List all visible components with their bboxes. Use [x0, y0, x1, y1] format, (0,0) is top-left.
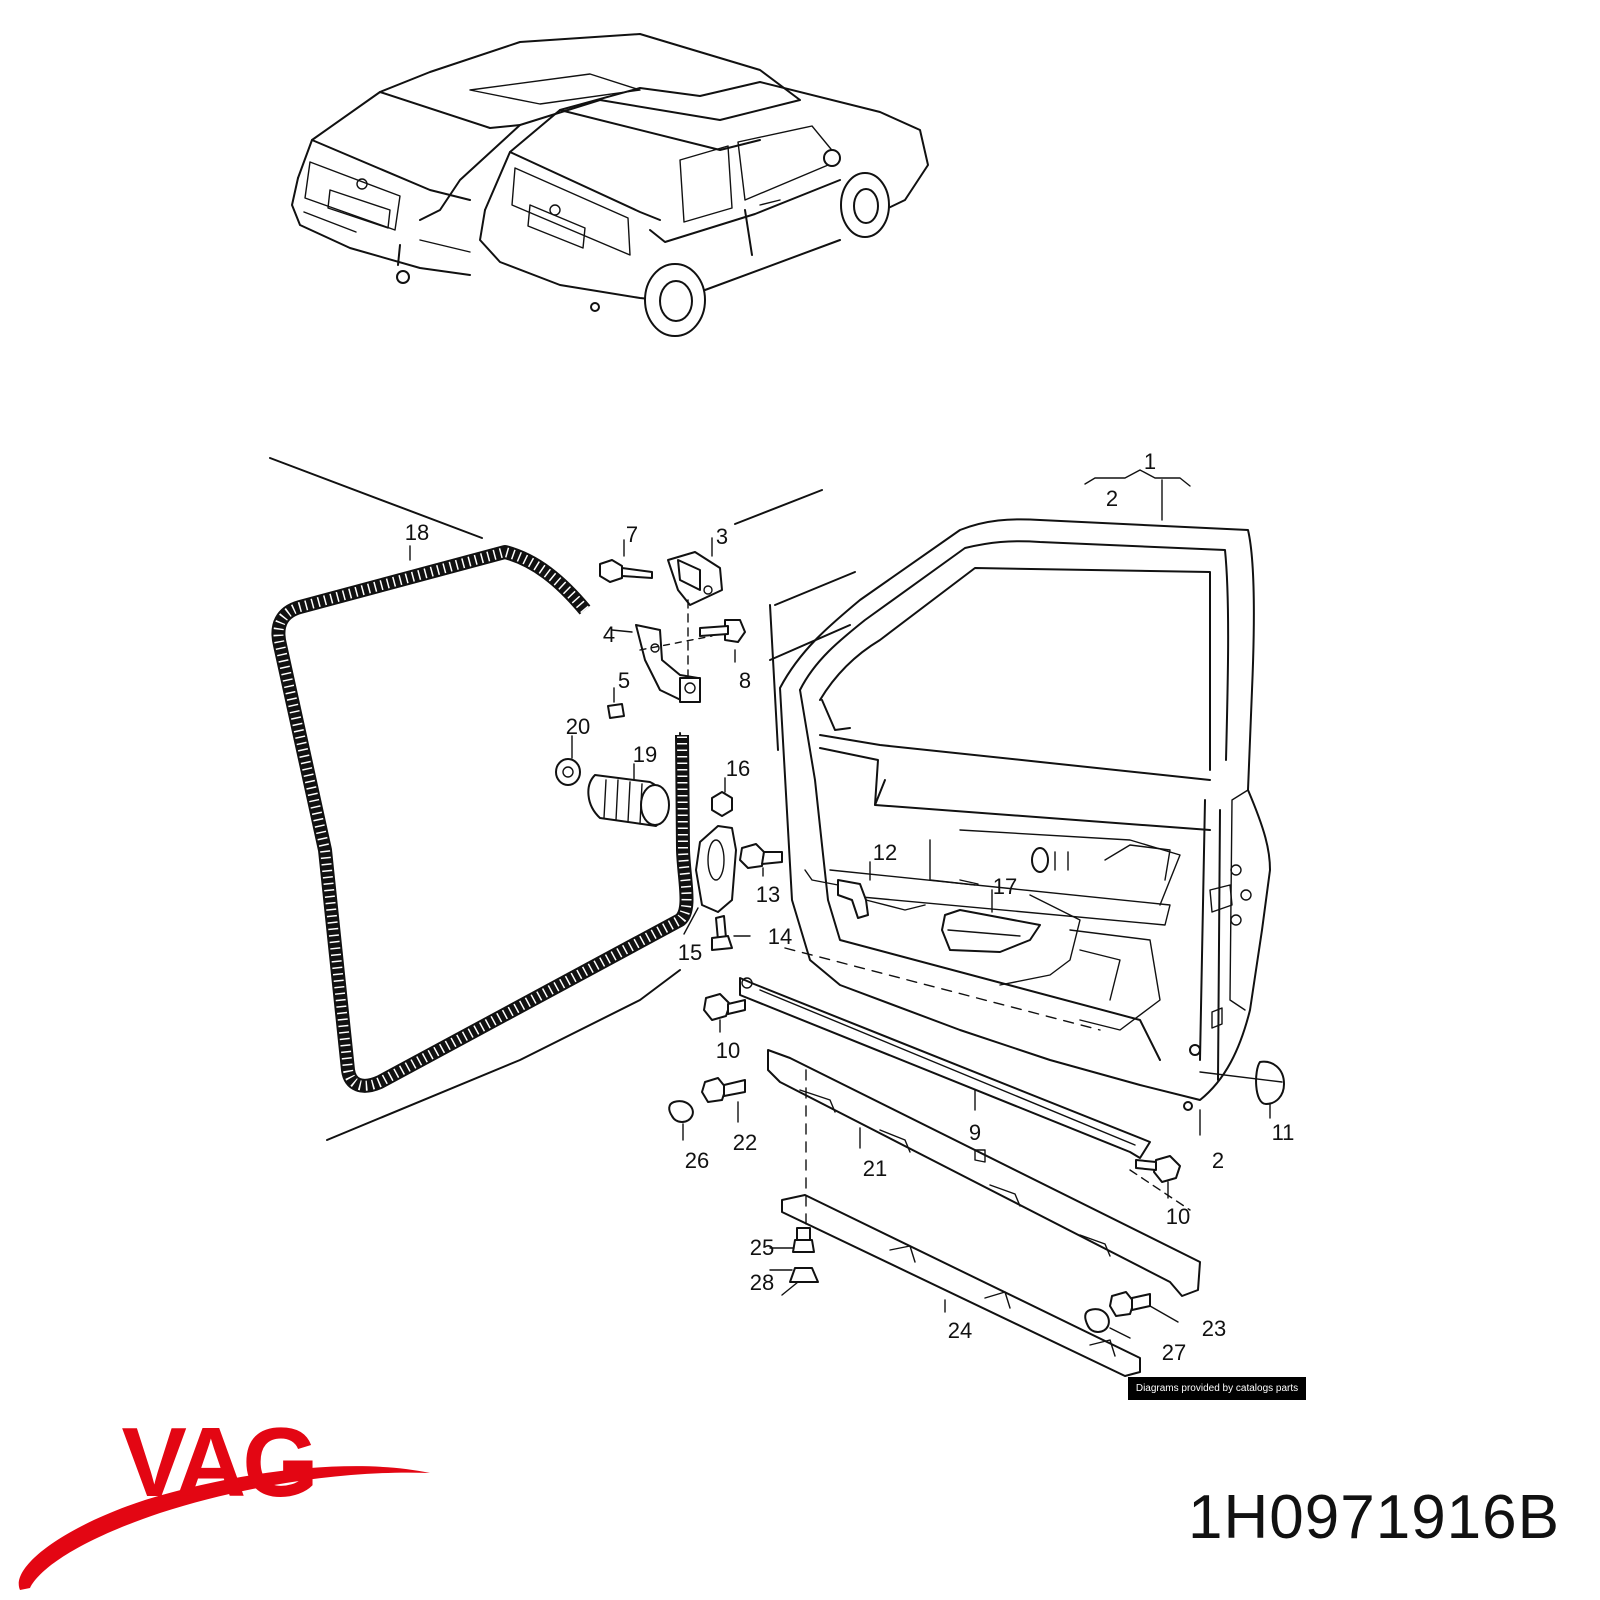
- callout-23: 23: [1202, 1316, 1226, 1341]
- assembly-line: [1129, 1169, 1191, 1211]
- car-illustration-hatchback: [479, 81, 929, 337]
- plug-11: [1255, 1060, 1285, 1105]
- leader-lines: [409, 469, 1283, 1339]
- callout-13: 13: [756, 882, 780, 907]
- clip-28: [789, 1267, 819, 1283]
- callout-16: 16: [726, 756, 750, 781]
- sill-reinforcement-9: [739, 977, 1151, 1159]
- brand-logo: VAG: [18, 1418, 431, 1590]
- bolt-13: [739, 843, 783, 869]
- callout-14: 14: [768, 924, 792, 949]
- callout-7: 7: [626, 522, 638, 547]
- logo-swoosh: [18, 1466, 431, 1590]
- callout-28: 28: [750, 1270, 774, 1295]
- check-strap-15: [695, 825, 737, 913]
- cap-26: [668, 1100, 694, 1123]
- lower-hinge: [635, 624, 701, 703]
- callout-17: 17: [993, 874, 1017, 899]
- hinge-pin-5: [607, 703, 625, 719]
- screw-23: [1109, 1291, 1151, 1317]
- car-illustration-sedan: [291, 33, 801, 284]
- brand-name: VAG: [121, 1418, 314, 1517]
- callout-2: 2: [1106, 486, 1118, 511]
- callout-5: 5: [618, 668, 630, 693]
- part-number: 1H0971916B: [1188, 1483, 1560, 1552]
- callout-26: 26: [685, 1148, 709, 1173]
- callout-1: 1: [1144, 449, 1156, 474]
- bolt-14: [711, 915, 733, 951]
- upper-hinge: [667, 551, 723, 606]
- body-outline-lines: [269, 457, 856, 1141]
- callout-10: 10: [1166, 1204, 1190, 1229]
- callout-25: 25: [750, 1235, 774, 1260]
- callout-22: 22: [733, 1130, 757, 1155]
- callout-9: 9: [969, 1120, 981, 1145]
- callout-12: 12: [873, 840, 897, 865]
- door-frame: [779, 518, 1271, 1111]
- callout-24: 24: [948, 1318, 972, 1343]
- hinge-axis-line: [639, 635, 713, 651]
- callout-labels: 1 2 2 3 4 5 7 8 9 10 10 11 12 13 14 15 1…: [405, 449, 1295, 1365]
- bolt-10-upper: [703, 993, 746, 1021]
- grommet-20: [555, 758, 581, 786]
- clip-25: [792, 1227, 815, 1253]
- callout-20: 20: [566, 714, 590, 739]
- cap-27: [1084, 1308, 1110, 1333]
- hinge-bolt-8: [699, 619, 746, 643]
- sill-trim-21: [767, 1049, 1201, 1297]
- callout-3: 3: [716, 524, 728, 549]
- callout-2: 2: [1212, 1148, 1224, 1173]
- callout-4: 4: [603, 622, 615, 647]
- assembly-line: [784, 947, 1101, 1031]
- sill-trim-24: [781, 1194, 1141, 1377]
- callout-8: 8: [739, 668, 751, 693]
- callout-27: 27: [1162, 1340, 1186, 1365]
- callout-15: 15: [678, 940, 702, 965]
- bolt-10-lower: [1135, 1155, 1181, 1183]
- screw-22: [701, 1077, 746, 1103]
- door-seal: [271, 545, 694, 1093]
- hinge-bolt-7: [599, 559, 653, 583]
- diagram-credit: Diagrams provided by catalogs parts: [1128, 1377, 1306, 1400]
- door-handle-17: [941, 909, 1041, 953]
- lock-mechanism-12: [804, 869, 926, 919]
- callout-11: 11: [1272, 1120, 1295, 1145]
- callout-19: 19: [633, 742, 657, 767]
- nut-16: [711, 791, 733, 817]
- callout-10: 10: [716, 1038, 740, 1063]
- callout-18: 18: [405, 520, 429, 545]
- door-stop-buffer-19: [587, 774, 670, 827]
- callout-21: 21: [863, 1156, 887, 1181]
